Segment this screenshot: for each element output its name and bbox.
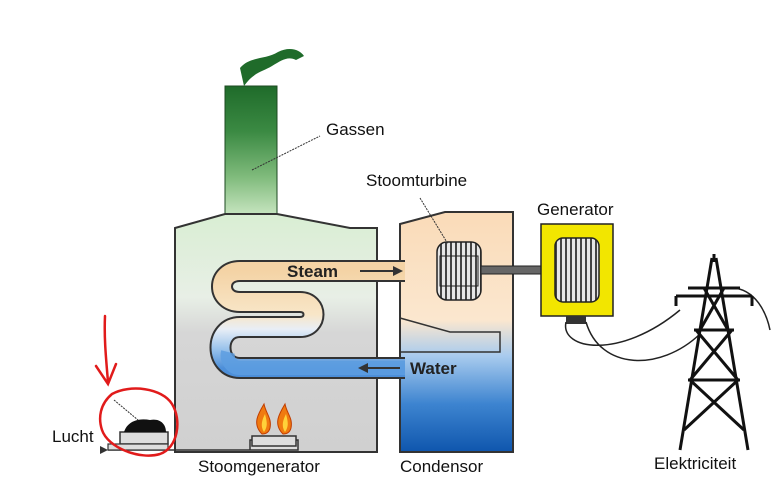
water-arrow	[358, 363, 400, 373]
water-pipe-blue-overlay	[220, 350, 405, 375]
steam-label: Steam	[287, 262, 338, 281]
air-inlet-arrow	[100, 446, 108, 454]
lucht-leader-line	[113, 399, 139, 421]
condensor-label: Condensor	[400, 457, 484, 476]
water-label: Water	[410, 359, 457, 378]
turbine-icon	[436, 241, 482, 301]
elektriciteit-label: Elektriciteit	[654, 454, 736, 473]
burner-base	[251, 435, 297, 447]
generator-icon	[540, 223, 614, 324]
power-wire-2	[585, 321, 701, 362]
gassen-label: Gassen	[326, 120, 385, 139]
flame-icon	[256, 402, 292, 435]
power-wire-3	[734, 287, 771, 331]
lucht-label: Lucht	[52, 427, 94, 446]
coal-burner	[107, 419, 169, 451]
gassen-leader-line	[251, 135, 321, 171]
steam-arrow	[360, 266, 403, 276]
annotation-circle	[98, 387, 179, 457]
down-arrow-icon	[94, 314, 118, 387]
generator-label: Generator	[537, 200, 614, 219]
pylon-icon	[674, 254, 754, 451]
stoomturbine-label: Stoomturbine	[366, 171, 467, 190]
condensor-inner-outline	[399, 317, 501, 353]
chimney	[224, 85, 278, 217]
smoke-plume	[240, 49, 304, 86]
stoomgenerator-label: Stoomgenerator	[198, 457, 320, 476]
